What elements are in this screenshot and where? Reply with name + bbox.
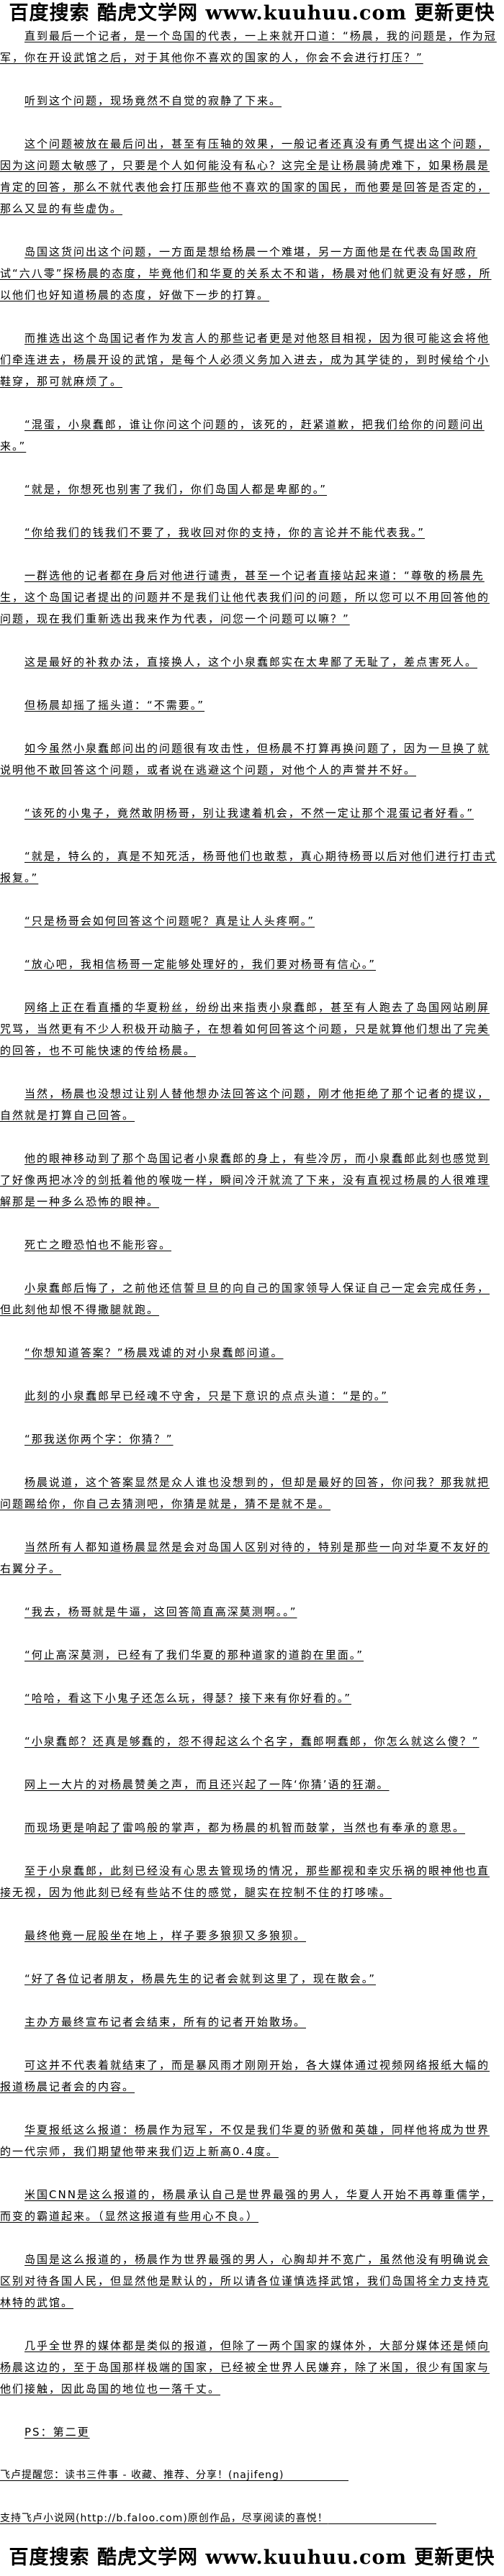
paragraph: “我去，杨哥就是牛逼，这回答简直高深莫测啊。。” [24,1605,297,1618]
paragraph: 如今虽然小泉蠢郎问出的问题很有攻击性，但杨晨不打算再换问题了，因为一旦换了就说明… [0,742,490,776]
paragraph: “混蛋，小泉蠢郎，谁让你问这个问题的，该死的，赶紧道歉，把我们给你的问题问出来。… [0,418,485,453]
paragraph: “好了各位记者朋友，杨晨先生的记者会就到这里了，现在散会。” [24,1972,377,1985]
paragraph: 死亡之瞪恐怕也不能形容。 [24,1238,172,1251]
paragraph: “你给我们的钱我们不要了，我收回对你的支持，你的言论并不能代表我。” [24,526,426,539]
paragraph: 华夏报纸这么报道：杨晨作为冠军，不仅是我们华夏的骄傲和英雄，同样他将成为世界的一… [0,2123,490,2158]
paragraph: 小泉蠢郎后悔了，之前他还信誓旦旦的向自己的国家领导人保证自己一定会完成任务，但此… [0,1282,490,1316]
paragraph: “只是杨哥会如何回答这个问题呢？真是让人头疼啊。” [24,915,315,928]
paragraph-list: 直到最后一个记者，是一个岛国的代表，一上来就开口道：“杨晨，我的问题是，作为冠军… [0,25,497,2443]
paragraph: “该死的小鬼子，竟然敢阴杨哥，别让我逮着机会，不然一定让那个混蛋记者好看。” [24,807,474,820]
paragraph: 几乎全世界的媒体都是类似的报道，但除了一两个国家的媒体外，大部分媒体还是倾向杨晨… [0,2339,490,2395]
paragraph: 而推选出这个岛国记者作为发言人的那些记者更是对他怒目相视，因为很可能这会将他们牵… [0,332,490,388]
faloo-support-link[interactable]: 支持飞卢小说网(http://b.faloo.com)原创作品，尽享阅读的喜悦！ [0,2513,328,2524]
faloo-reminder-text: 飞卢提醒您：读书三件事 - 收藏、推荐、分享！(najifeng) [0,2470,284,2481]
underline-fill [328,2523,436,2524]
paragraph: 网上一大片的对杨晨赞美之声，而且还兴起了一阵‘你猜’语的狂潮。 [24,1778,390,1791]
paragraph: “那我送你两个字：你猜？” [24,1433,174,1446]
paragraph: 岛国这货问出这个问题，一方面是想给杨晨一个难堪，另一方面他是在代表岛国政府试“六… [0,245,492,301]
paragraph: 直到最后一个记者，是一个岛国的代表，一上来就开口道：“杨晨，我的问题是，作为冠军… [0,30,497,64]
paragraph: 可这并不代表着就结束了，而是暴风雨才刚刚开始，各大媒体通过视频网络报纸大幅的报道… [0,2059,490,2093]
paragraph: 这是最好的补救办法，直接换人，这个小泉蠢郎实在太卑鄙了无耻了，差点害死人。 [24,656,478,668]
paragraph: 而现场更是响起了雷鸣般的掌声，都为杨晨的机智而鼓掌，当然也有奉承的意思。 [24,1821,466,1834]
paragraph: 一群选他的记者都在身后对他进行谴责，甚至一个记者直接站起来道：“尊敬的杨晨先生，… [0,569,490,625]
paragraph: “小泉蠢郎？还真是够蠢的，怨不得起这么个名字，蠢郎啊蠢郎，你怎么就这么傻？” [24,1735,480,1748]
paragraph: “就是，特么的，真是不知死活，杨哥他们也敢惹，真心期待杨哥以后对他们进行打击式报… [0,850,497,884]
paragraph: “哈哈，看这下小鬼子还怎么玩，得瑟？接下来有你好看的。” [24,1692,352,1705]
paragraph: 当然所有人都知道杨晨显然是会对岛国人区别对待的，特别是那些一向对华夏不友好的右翼… [0,1541,490,1575]
site-banner-top: 百度搜索 酷虎文学网 www.kuuhuu.com 更新更快 [9,2,495,24]
paragraph: 最终他竟一屁股坐在地上，样子要多狼狈又多狼狈。 [24,1929,307,1942]
paragraph: 米国CNN是这么报道的，杨晨承认自己是世界最强的男人，华夏人开始不再尊重儒学，而… [0,2188,493,2223]
author-note: PS：第二更 [24,2426,90,2439]
paragraph: 他的眼神移动到了那个岛国记者小泉蠢郎的身上，有些冷厉，而小泉蠢郎此刻也感觉到了好… [0,1152,490,1208]
underline-fill [284,2480,349,2481]
paragraph: 当然，杨晨也没想过让别人替他想办法回答这个问题，刚才他拒绝了那个记者的提议，自然… [0,1087,490,1122]
site-banner-bottom: 百度搜索 酷虎文学网 www.kuuhuu.com 更新更快 [9,2546,495,2569]
paragraph: 但杨晨却摇了摇头道：“不需要。” [24,699,205,712]
paragraph: 主办方最终宣布记者会结束，所有的记者开始散场。 [24,2015,307,2028]
paragraph: “何止高深莫测，已经有了我们华夏的那种道家的道韵在里面。” [24,1648,364,1661]
paragraph: 这个问题被放在最后问出，甚至有压轴的效果，一般记者还真没有勇气提出这个问题，因为… [0,137,490,215]
paragraph: 网络上正在看直播的华夏粉丝，纷纷出来指责小泉蠢郎，甚至有人跑去了岛国网站刷屏咒骂… [0,1001,490,1057]
paragraph: 至于小泉蠢郎，此刻已经没有心思去管现场的情况，那些鄙视和幸灾乐祸的眼神他也直接无… [0,1864,490,1899]
faloo-support-line[interactable]: 支持飞卢小说网(http://b.faloo.com)原创作品，尽享阅读的喜悦！ [0,2508,497,2529]
paragraph: 杨晨说道，这个答案显然是众人谁也没想到的，但却是最好的回答，你问我？那我就把问题… [0,1476,490,1510]
paragraph: “放心吧，我相信杨哥一定能够处理好的，我们要对杨哥有信心。” [24,958,377,971]
paragraph: 此刻的小泉蠢郎早已经魂不守舍，只是下意识的点点头道：“是的。” [24,1389,389,1402]
paragraph: 听到这个问题，现场竟然不自觉的寂静了下来。 [24,94,282,107]
paragraph: “就是，你想死也别害了我们，你们岛国人都是卑鄙的。” [24,483,328,496]
faloo-reminder-line: 飞卢提醒您：读书三件事 - 收藏、推荐、分享！(najifeng) [0,2464,497,2486]
chapter-content: 直到最后一个记者，是一个岛国的代表，一上来就开口道：“杨晨，我的问题是，作为冠军… [0,25,497,2529]
paragraph: “你想知道答案？”杨晨戏谑的对小泉蠢郎问道。 [24,1346,284,1359]
paragraph: 岛国是这么报道的，杨晨作为世界最强的男人，心胸却并不宽广，虽然他没有明确说会区别… [0,2253,490,2309]
